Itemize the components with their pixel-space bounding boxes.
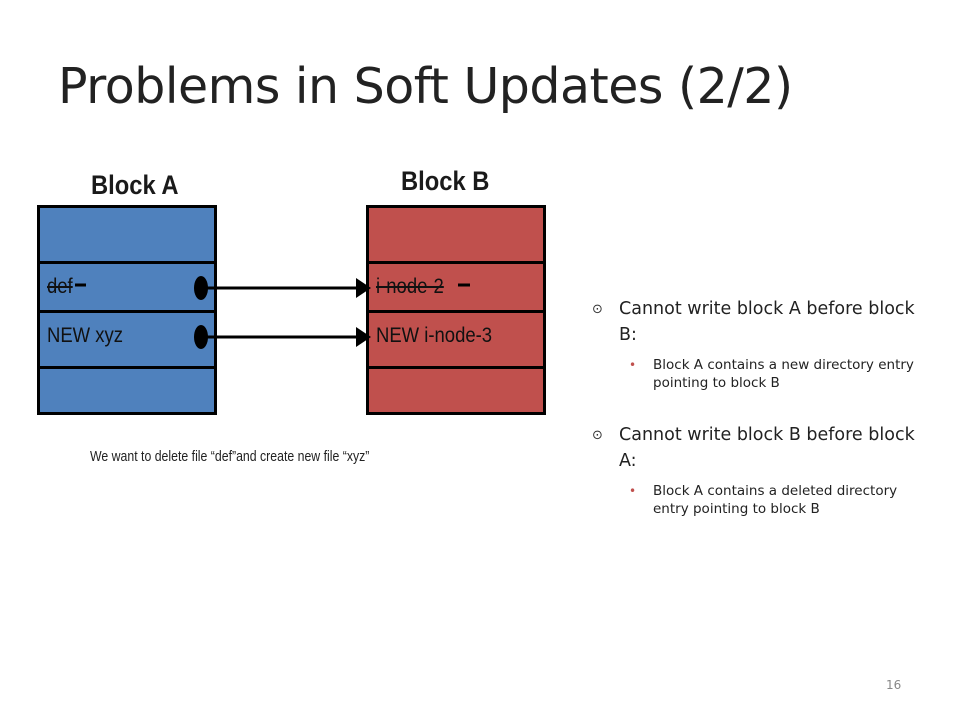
block-b-cell-1 bbox=[369, 208, 543, 261]
dot-icon: • bbox=[629, 484, 637, 498]
sub-bullet-1-text: Block A contains a new directory entry p… bbox=[653, 357, 914, 391]
page-number: 16 bbox=[886, 678, 902, 692]
block-b: i-node-2 NEW i-node-3 bbox=[366, 205, 546, 415]
block-a-heading: Block A bbox=[91, 170, 179, 200]
bullet-2-text: Cannot write block B before block A: bbox=[619, 425, 915, 471]
block-b-heading: Block B bbox=[401, 166, 490, 196]
diagram-caption: We want to delete file “def”and create n… bbox=[90, 448, 370, 465]
block-a: def NEW xyz bbox=[37, 205, 217, 415]
bullet-list: ⊙ Cannot write block A before block B: •… bbox=[592, 296, 932, 548]
bullet-1: ⊙ Cannot write block A before block B: bbox=[592, 296, 932, 348]
dot-icon: • bbox=[629, 358, 637, 372]
bullet-2: ⊙ Cannot write block B before block A: bbox=[592, 422, 932, 474]
arrow-xyz-to-inode-3 bbox=[194, 325, 371, 349]
block-a-cell-4 bbox=[40, 369, 214, 412]
circled-dot-icon: ⊙ bbox=[592, 302, 603, 317]
block-a-cell-1 bbox=[40, 208, 214, 261]
sub-bullet-2-text: Block A contains a deleted directory ent… bbox=[653, 483, 898, 517]
block-b-cell-4 bbox=[369, 369, 543, 412]
block-b-cell-new-inode-3: NEW i-node-3 bbox=[369, 313, 543, 366]
sub-bullet-2: • Block A contains a deleted directory e… bbox=[629, 482, 932, 518]
block-a-cell-new-xyz: NEW xyz bbox=[40, 313, 214, 366]
block-b-cell-inode-2: i-node-2 bbox=[369, 264, 543, 310]
arrow-def-to-inode-2 bbox=[194, 276, 371, 300]
bullet-1-text: Cannot write block A before block B: bbox=[619, 299, 915, 345]
circled-dot-icon: ⊙ bbox=[592, 428, 603, 443]
sub-bullet-1: • Block A contains a new directory entry… bbox=[629, 356, 932, 392]
block-a-cell-def: def bbox=[40, 264, 214, 310]
slide-title: Problems in Soft Updates (2/2) bbox=[58, 58, 793, 115]
